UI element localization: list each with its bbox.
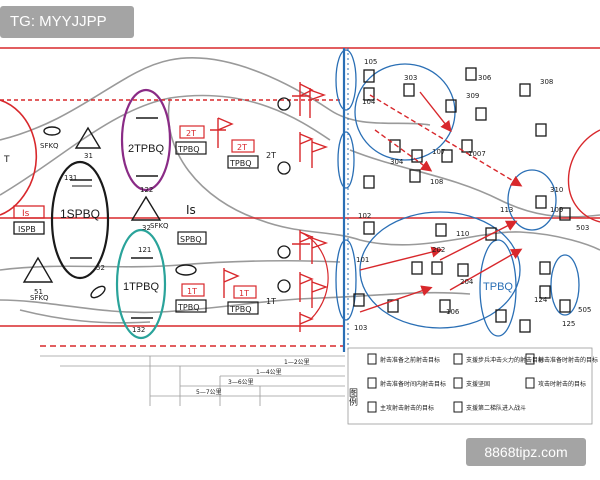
label-106: 106 [446, 308, 460, 316]
t-markers [278, 98, 290, 292]
label-132: 132 [132, 326, 145, 334]
label-is-big: Is [186, 203, 196, 217]
label-104: 104 [362, 98, 376, 106]
label-sfkq-top: SFKQ [40, 142, 59, 150]
unit-2tpbq-label: 2TPBQ [128, 143, 165, 155]
label-101: 101 [356, 256, 369, 264]
svg-text:SPBQ: SPBQ [180, 235, 202, 244]
svg-text:TPBQ: TPBQ [177, 145, 200, 154]
label-113: 113 [500, 206, 513, 214]
label-105: 105 [364, 58, 377, 66]
legend: 图例 射击准备之前射击目标 支援步兵冲击火力的射击目标 射击准备时射击的目标 射… [347, 348, 598, 424]
legend-item-8: 支援第二梯队进入战斗 [466, 404, 526, 412]
label-107: 107 [432, 148, 445, 156]
label-109: 109 [550, 206, 563, 214]
label-306: 306 [478, 74, 492, 82]
flag-2t-group: 2T TPBQ 2T TPBQ 2T [176, 126, 276, 168]
label-505: 505 [578, 306, 591, 314]
label-131: 131 [64, 174, 77, 182]
label-308: 308 [540, 78, 553, 86]
scale-1: 1—2公里 [284, 359, 310, 366]
svg-text:1T: 1T [187, 287, 197, 296]
svg-text:ISPB: ISPB [18, 225, 36, 234]
scale-2: 1—4公里 [256, 369, 282, 376]
svg-text:1T: 1T [239, 289, 249, 298]
label-204: 204 [460, 278, 474, 286]
label-31: 31 [84, 152, 93, 160]
attack-arrows [360, 92, 520, 312]
label-122: 122 [140, 186, 153, 194]
unit-1spbq-label: 1SPBQ [60, 207, 100, 221]
label-202: 202 [432, 246, 445, 254]
svg-text:2T: 2T [186, 129, 196, 138]
label-t-left: T [3, 155, 10, 165]
label-121: 121 [138, 246, 151, 254]
label-sfkq-bot: SFKQ [30, 294, 49, 302]
scale-4: 5—7公里 [196, 389, 222, 396]
unit-1spbq: 1SPBQ [52, 162, 108, 278]
label-sfkq-mid: SFKQ [150, 222, 169, 230]
svg-text:TPBQ: TPBQ [229, 159, 252, 168]
legend-item-4: 射击准备时间内射击目标 [380, 380, 446, 388]
svg-text:2T: 2T [237, 143, 247, 152]
label-102: 102 [358, 212, 371, 220]
label-124: 124 [534, 296, 548, 304]
label-108: 108 [430, 178, 443, 186]
svg-text:Is: Is [22, 209, 30, 219]
label-503: 503 [576, 224, 589, 232]
legend-item-3: 射击准备时射击的目标 [538, 356, 598, 364]
label-309: 309 [466, 92, 479, 100]
label-125: 125 [562, 320, 575, 328]
label-1007: 1007 [468, 150, 486, 158]
unit-1tpbq-label: 1TPBQ [123, 281, 160, 293]
front-line [344, 48, 348, 352]
svg-text:TPBQ: TPBQ [177, 303, 200, 312]
legend-item-1: 射击准备之前射击目标 [380, 356, 440, 364]
svg-text:2T: 2T [266, 151, 276, 160]
label-52: 52 [96, 264, 105, 272]
svg-text:TPBQ: TPBQ [229, 305, 252, 314]
label-103: 103 [354, 324, 367, 332]
scale-3: 3—6公里 [228, 379, 254, 386]
unit-tpbq-right: TPBQ [483, 281, 513, 293]
enemy-positions [354, 68, 570, 332]
unit-tpbq-right-label: TPBQ [483, 281, 513, 293]
flag-is: Is ISPB [14, 206, 44, 234]
svg-text:1T: 1T [266, 297, 276, 306]
label-110: 110 [456, 230, 469, 238]
legend-item-2: 支援步兵冲击火力的射击目标 [466, 356, 544, 364]
artillery-flags [210, 82, 326, 332]
legend-title: 图例 [347, 388, 358, 407]
label-310: 310 [550, 186, 563, 194]
label-304: 304 [390, 158, 404, 166]
right-red-arc [568, 130, 600, 222]
label-303: 303 [404, 74, 417, 82]
legend-item-7: 主攻射击射击的目标 [380, 404, 434, 412]
channel-tag: TG: MYYJJPP [0, 6, 134, 38]
legend-item-5: 支援坚固 [466, 380, 490, 388]
legend-item-6: 攻击时射击的目标 [538, 380, 586, 388]
site-watermark: 8868tipz.com [466, 438, 586, 466]
